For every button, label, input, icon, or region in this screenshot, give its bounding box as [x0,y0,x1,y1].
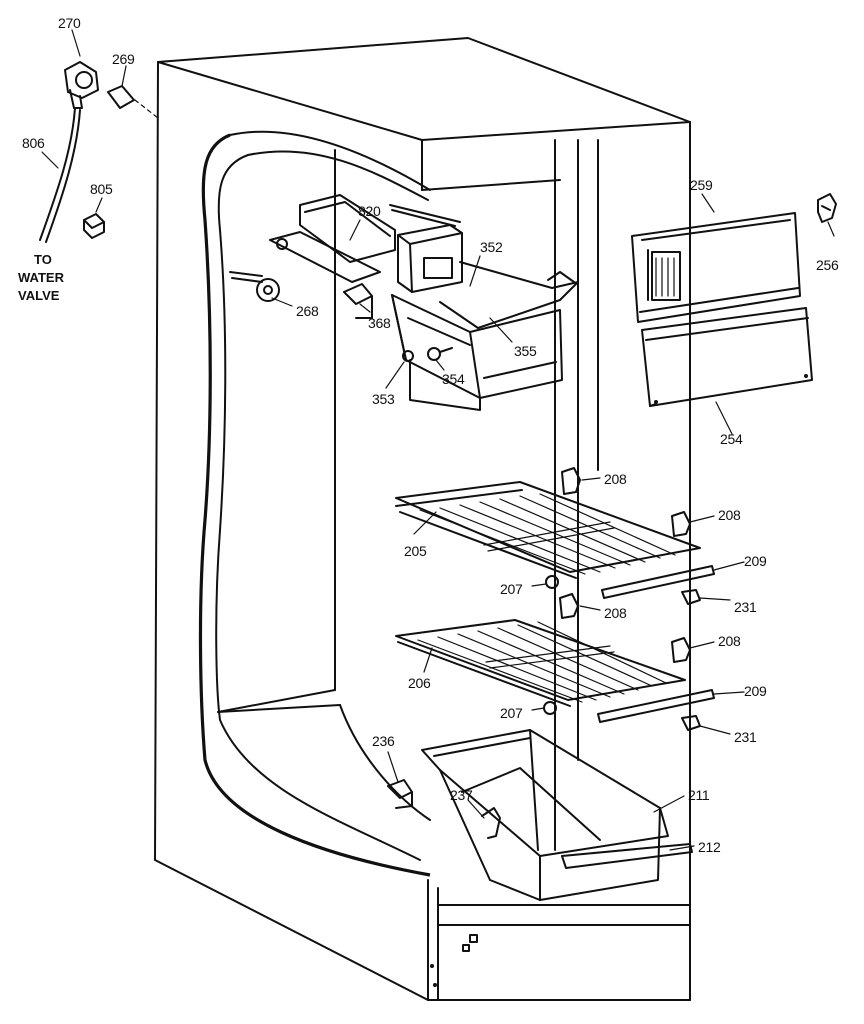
label-208-d: 208 [718,633,741,649]
label-259: 259 [690,177,713,193]
label-805: 805 [90,181,113,197]
label-254: 254 [720,431,743,447]
label-269: 269 [112,51,135,67]
label-236: 236 [372,733,395,749]
water-line-parts [39,61,159,243]
label-268: 268 [296,303,319,319]
label-270: 270 [58,15,81,31]
label-354: 354 [442,371,465,387]
label-368: 368 [368,315,391,331]
panel-assembly [631,193,837,407]
label-208-c: 208 [604,605,627,621]
leader-lines [41,29,835,851]
label-820: 820 [358,203,381,219]
water-valve-note: TO WATER VALVE [18,252,65,303]
label-231-b: 231 [734,729,757,745]
label-211: 211 [688,787,710,803]
label-806: 806 [22,135,45,151]
lower-wire-shelf [395,619,686,707]
label-231-a: 231 [734,599,757,615]
part-number-labels: 270 269 806 805 820 352 268 368 355 354 … [22,15,839,855]
note-line-3: VALVE [18,288,60,303]
crisper-pan [387,729,693,901]
label-206: 206 [408,675,431,691]
label-208-b: 208 [718,507,741,523]
cabinet-outline [154,37,691,1001]
label-237: 237 [450,787,473,803]
note-line-1: TO [34,252,52,267]
label-208-a: 208 [604,471,627,487]
note-line-2: WATER [18,270,65,285]
label-353: 353 [372,391,395,407]
label-205: 205 [404,543,427,559]
shelf-supports [543,467,715,731]
label-355: 355 [514,343,537,359]
label-212: 212 [698,839,721,855]
label-209-a: 209 [744,553,767,569]
upper-wire-shelf [395,481,701,579]
label-207-b: 207 [500,705,523,721]
ice-maker-assembly [229,194,579,411]
label-352: 352 [480,239,503,255]
label-207-a: 207 [500,581,523,597]
label-256: 256 [816,257,839,273]
label-209-b: 209 [744,683,767,699]
